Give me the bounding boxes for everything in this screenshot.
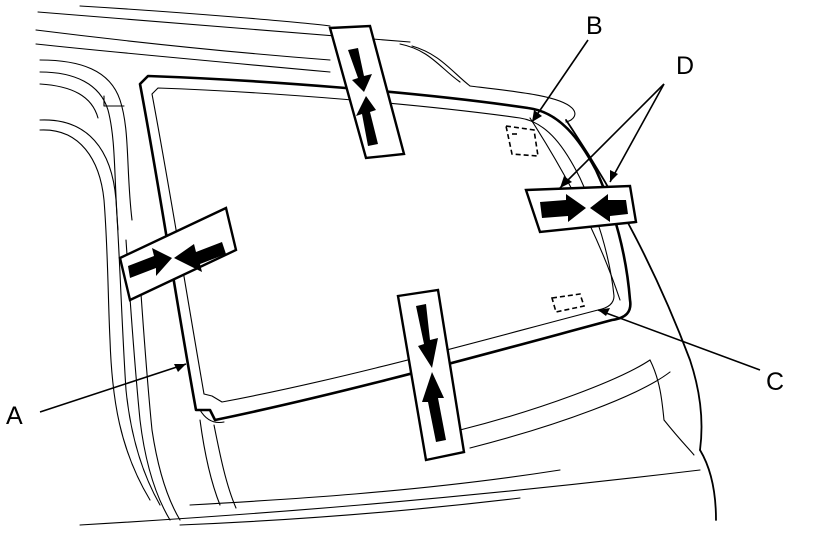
arrow-down-icon (348, 48, 372, 92)
arrow-left-icon (174, 242, 226, 272)
clip-c-outline (550, 293, 586, 313)
leader-a (39, 363, 187, 413)
press-arrows-right (524, 184, 638, 234)
leader-lines (39, 39, 761, 413)
arrow-right-icon (540, 194, 586, 222)
leader-b (531, 39, 589, 123)
arrow-right-icon (128, 248, 172, 278)
vehicle-body-outline (35, 5, 717, 526)
callout-a: A (6, 402, 23, 430)
press-arrows-bottom (396, 288, 466, 462)
arrow-up-icon (422, 372, 446, 442)
arrow-left-icon (590, 194, 628, 222)
callout-b: B (586, 12, 603, 40)
leader-c (597, 309, 761, 371)
leader-d-2 (609, 83, 665, 183)
rear-glass-panel (138, 74, 632, 424)
arrow-down-icon (416, 304, 438, 368)
arrow-up-icon (356, 96, 378, 146)
clip-b-outline (504, 125, 539, 157)
leader-d-1 (559, 83, 665, 189)
press-arrows-top (328, 24, 406, 160)
press-arrows-left (118, 206, 238, 302)
callout-c: C (766, 368, 784, 396)
callout-d: D (676, 52, 694, 80)
